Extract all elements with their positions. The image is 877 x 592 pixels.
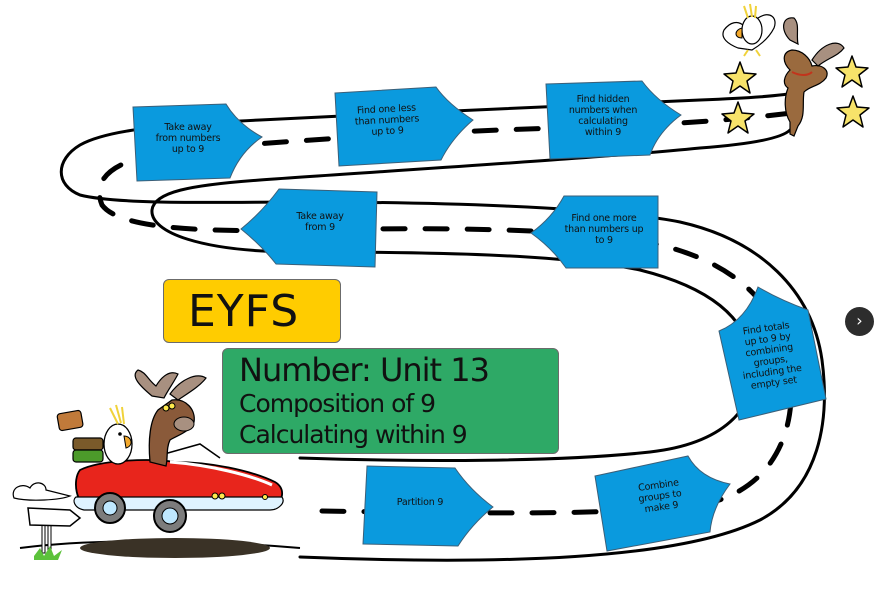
unit-title: Number: Unit 13 xyxy=(239,351,490,389)
signpost-combine-groups[interactable] xyxy=(594,455,731,552)
signpost-find-totals[interactable] xyxy=(718,286,827,421)
dust-cloud-icon xyxy=(12,482,72,501)
unit-subtitle-calculating: Calculating within 9 xyxy=(239,420,468,449)
signpost-take-away-up-to-9[interactable] xyxy=(132,103,263,182)
star-icon xyxy=(721,101,755,134)
eyfs-badge: EYFS xyxy=(163,279,341,343)
dancing-moose-icon xyxy=(783,17,845,137)
signpost-take-away-9[interactable] xyxy=(240,188,378,268)
unit-title-box: Number: Unit 13 Composition of 9 Calcula… xyxy=(222,348,559,454)
star-icon xyxy=(836,95,870,128)
chevron-right-icon: › xyxy=(856,310,863,330)
signpost-one-more[interactable] xyxy=(530,195,659,269)
moose-icon xyxy=(134,369,207,467)
star-icon xyxy=(835,55,869,88)
signpost-hidden-numbers[interactable] xyxy=(545,80,682,160)
next-slide-button[interactable]: › xyxy=(845,307,874,336)
star-icon xyxy=(723,61,757,94)
unit-subtitle-composition: Composition of 9 xyxy=(239,389,436,418)
signpost-one-less[interactable] xyxy=(334,86,474,167)
signpost-partition-9[interactable] xyxy=(362,465,494,547)
eyfs-label: EYFS xyxy=(188,286,300,337)
flying-cockatoo-icon xyxy=(722,3,776,57)
car-shadow xyxy=(80,538,270,558)
road-sign-icon xyxy=(27,507,82,560)
cockatoo-icon xyxy=(103,404,133,465)
